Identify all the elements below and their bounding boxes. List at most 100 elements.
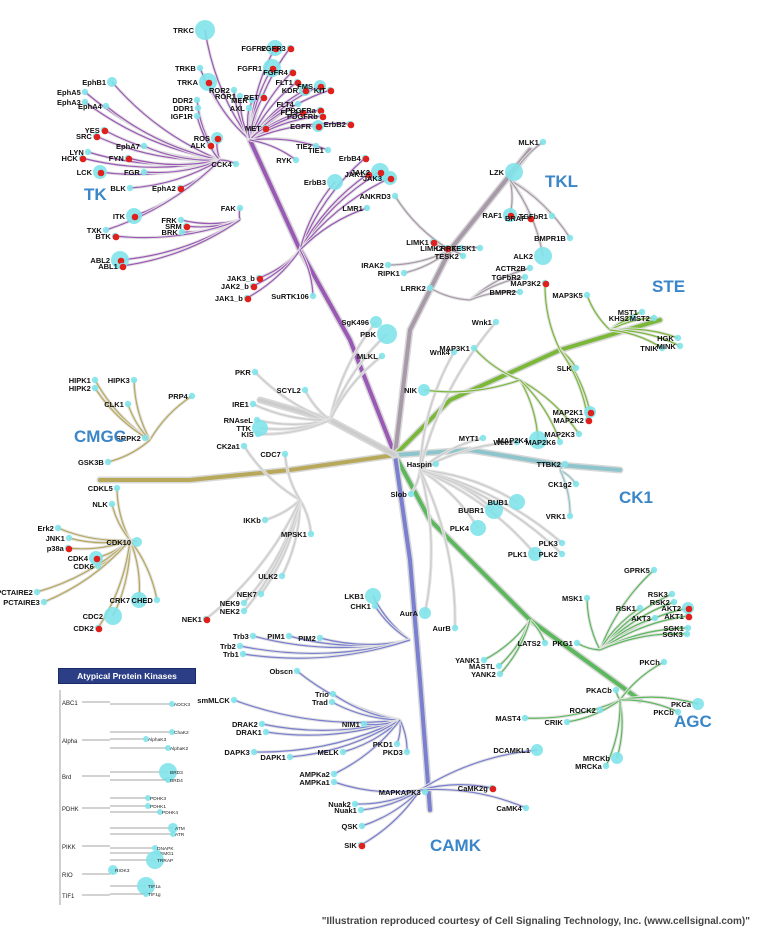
kinase-label-fgfr3: FGFR3 [261,44,286,53]
kinase-label-ttbk2: TTBK2 [537,460,561,469]
branch-shadow [295,669,401,722]
atypical-family-brd: Brd [62,775,71,781]
kinase-label-pkr: PKR [235,368,251,377]
kinase-label-tie2: TIE2 [296,142,312,151]
atypical-family-rio: RIO [62,873,73,879]
inhibitor-dot [95,625,103,633]
kinase-label-trad: Trad [312,698,328,707]
branch-sgk3 [599,633,688,651]
node-haspin [432,460,440,468]
node-pim2 [316,634,324,642]
node-ampka2 [330,770,338,778]
kinase-label-ddr1: DDR1 [173,104,193,113]
atypical-label-alphak3: AlphaK3 [148,737,166,743]
node-drak1 [262,728,270,736]
kinase-label-flt1: FLT1 [275,78,292,87]
node-fak [236,204,244,212]
node-axl [245,104,253,112]
trunk-agc [393,453,642,702]
kinase-label-jnk1: JNK1 [46,534,65,543]
branch-epha4 [105,105,221,161]
branch-ryk [249,139,297,161]
node-melk [339,748,347,756]
kinase-label-haspin: Haspin [407,460,432,469]
kinase-label-ror2: ROR2 [209,86,230,95]
inhibitor-dot [93,555,101,563]
kinase-label-erk2: Erk2 [38,524,54,533]
inhibitor-dot [430,239,438,247]
kinase-label-dapk3: DAPK3 [224,748,249,757]
branch-shadow [148,394,193,441]
kinase-label-actr2b: ACTR2B [495,264,526,273]
branch-shadow [429,286,471,302]
node-ikkb [261,516,269,524]
inhibitor-dot [317,83,325,91]
atypical-node-tif1g [143,891,149,897]
kinase-label-irak2: IRAK2 [361,261,384,270]
group-label-ck1: CK1 [619,488,653,507]
group-label-tkl: TKL [545,172,578,191]
kinase-label-mer: MER [231,96,248,105]
inhibitor-dot [101,127,109,135]
branch-gprk5 [599,569,655,651]
node-bubr1 [485,501,503,519]
kinase-label-epha4: EphA4 [78,102,103,111]
kinase-label-wnk4: Wnk4 [430,348,451,357]
kinase-label-mrckb: MRCKb [583,754,610,763]
branch-nek1 [205,499,301,620]
kinase-label-fgr: FGR [124,168,140,177]
node-smmlck [230,696,238,704]
inhibitor-dot [269,65,277,73]
branch-map3k5 [586,294,611,331]
kinase-label-bmpr2: BMPR2 [490,288,516,297]
kinase-label-sgk3: SGK3 [662,630,682,639]
kinase-label-epha2: EphA2 [152,184,176,193]
kinase-label-ire1: IRE1 [232,400,249,409]
atypical-node-alphak3 [143,736,149,742]
branch-map2k3 [519,379,580,435]
inhibitor-dot [587,409,595,417]
node-ankrd3 [391,192,399,200]
kinase-label-aura: AurA [400,609,419,618]
node-mst2 [650,314,658,322]
kinase-label-mpsk1: MPSK1 [281,530,307,539]
kinase-label-mrcka: MRCKa [575,762,602,771]
kinase-label-slob: Slob [391,490,408,499]
kinase-label-mastl: MASTL [469,662,495,671]
branch-txk [105,159,221,231]
kinase-label-jak2_b: JAK2_b [221,282,249,291]
kinase-label-camk4: CaMK4 [496,804,522,813]
branch-bmpr1b [509,179,571,239]
inhibitor-dot [112,233,120,241]
kinase-label-plk2: PLK2 [539,550,558,559]
node-map2k3 [575,430,583,438]
node-nim1 [360,720,368,728]
kinase-label-pkacb: PKACb [586,686,612,695]
node-pim1 [285,632,293,640]
kinase-label-surtk106: SuRTK106 [271,292,309,301]
inhibitor-dot [585,417,593,425]
node-erbb3 [327,174,343,190]
kinase-label-ck2a1: CK2a1 [216,442,239,451]
inhibitor-dot [444,245,452,253]
node-pctaire3 [40,598,48,606]
atypical-family-alpha: Alpha [62,739,78,745]
kinase-label-kdr: KDR [282,86,299,95]
node-yank2 [496,670,504,678]
kinase-label-nek9: NEK9 [220,599,240,608]
node-ror2 [230,86,238,94]
kinase-label-pctaire3: PCTAIRE3 [3,598,40,607]
inhibitor-dot [302,87,310,95]
kinase-label-mast4: MAST4 [495,714,521,723]
inhibitor-dot [527,215,535,223]
node-mink [676,342,684,350]
trunk-tkl [393,148,532,457]
branch-abl1 [121,219,241,267]
branch-wnk4 [419,351,455,471]
branch-smmlck [233,699,401,724]
atypical-label-pdhk4: PDHK4 [162,810,178,816]
inhibitor-dot [489,785,497,793]
group-label-agc: AGC [674,712,712,731]
kinase-label-gprk5: GPRK5 [624,566,650,575]
kinase-label-rnasel: RNAseL [224,416,254,425]
